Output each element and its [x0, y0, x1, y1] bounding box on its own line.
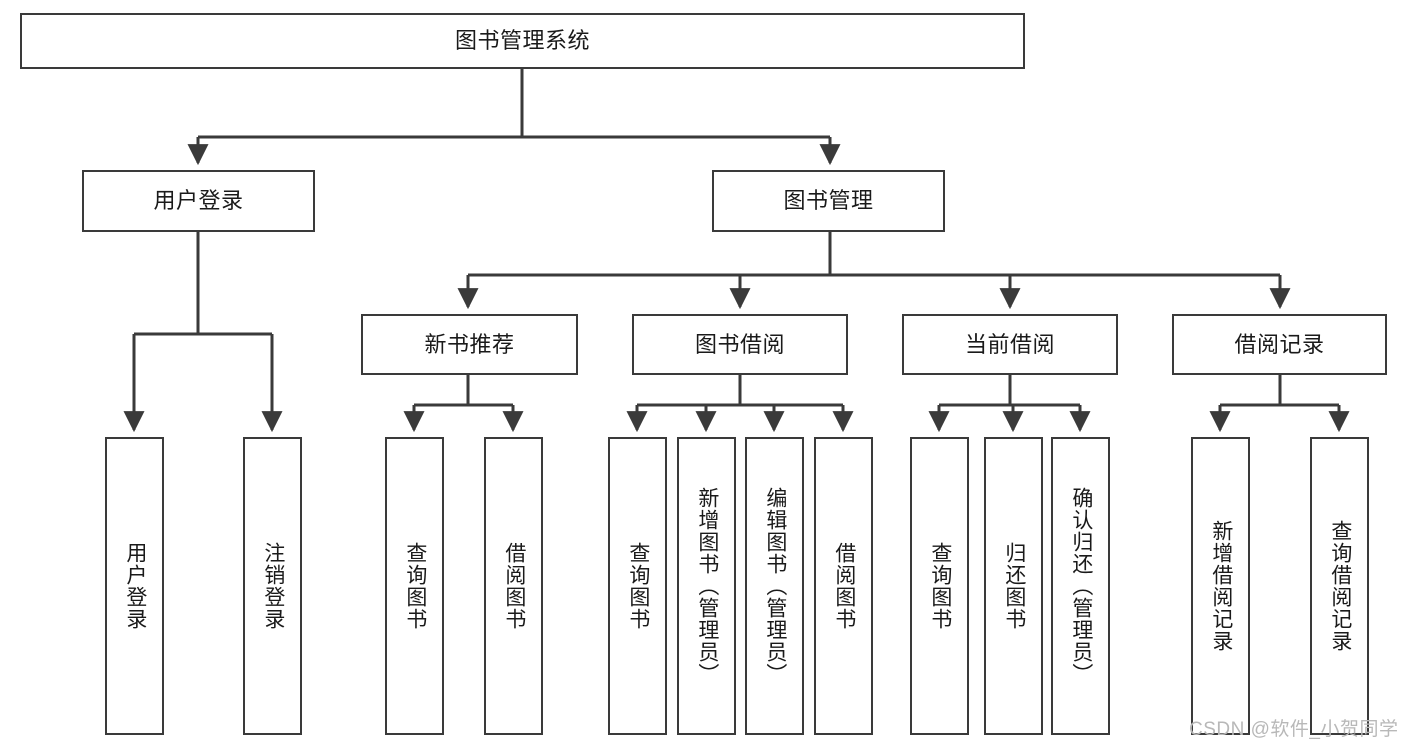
node-user-login[interactable]: 用户登录	[82, 170, 315, 232]
node-leaf-query-book-3[interactable]: 查询图书	[910, 437, 969, 735]
node-leaf-query-book-3-label: 查询图书	[928, 542, 952, 630]
node-book-borrow[interactable]: 图书借阅	[632, 314, 848, 375]
node-leaf-query-book-1[interactable]: 查询图书	[385, 437, 444, 735]
node-leaf-add-book-label: 新增图书（管理员）	[695, 487, 719, 685]
node-leaf-user-login[interactable]: 用户登录	[105, 437, 164, 735]
node-leaf-borrow-book-2-label: 借阅图书	[832, 542, 856, 630]
node-leaf-confirm-return[interactable]: 确认归还（管理员）	[1051, 437, 1110, 735]
node-leaf-confirm-return-label: 确认归还（管理员）	[1069, 487, 1093, 685]
node-book-manage[interactable]: 图书管理	[712, 170, 945, 232]
node-leaf-query-book-1-label: 查询图书	[403, 542, 427, 630]
node-borrow-record[interactable]: 借阅记录	[1172, 314, 1387, 375]
node-leaf-query-book-2-label: 查询图书	[626, 542, 650, 630]
node-leaf-user-login-label: 用户登录	[123, 542, 147, 630]
node-book-manage-label: 图书管理	[783, 188, 874, 214]
node-leaf-return-book-label: 归还图书	[1002, 542, 1026, 630]
node-leaf-return-book[interactable]: 归还图书	[984, 437, 1043, 735]
node-borrow-record-label: 借阅记录	[1234, 331, 1325, 357]
node-root-label: 图书管理系统	[454, 28, 590, 54]
watermark-text: CSDN @软件_小贺同学	[1189, 719, 1399, 740]
node-current-borrow[interactable]: 当前借阅	[902, 314, 1118, 375]
node-leaf-edit-book[interactable]: 编辑图书（管理员）	[745, 437, 804, 735]
node-leaf-borrow-book-1[interactable]: 借阅图书	[484, 437, 543, 735]
node-leaf-edit-book-label: 编辑图书（管理员）	[763, 487, 787, 685]
node-user-login-label: 用户登录	[153, 188, 244, 214]
node-root[interactable]: 图书管理系统	[20, 13, 1025, 69]
node-leaf-borrow-book-1-label: 借阅图书	[502, 542, 526, 630]
node-new-book-recommend-label: 新书推荐	[424, 331, 515, 357]
node-leaf-add-book[interactable]: 新增图书（管理员）	[677, 437, 736, 735]
node-new-book-recommend[interactable]: 新书推荐	[361, 314, 578, 375]
node-leaf-logout-label: 注销登录	[261, 542, 285, 630]
node-current-borrow-label: 当前借阅	[964, 331, 1055, 357]
node-leaf-query-record-label: 查询借阅记录	[1328, 520, 1352, 652]
node-leaf-add-record-label: 新增借阅记录	[1209, 520, 1233, 652]
node-leaf-query-book-2[interactable]: 查询图书	[608, 437, 667, 735]
node-leaf-query-record[interactable]: 查询借阅记录	[1310, 437, 1369, 735]
node-leaf-logout[interactable]: 注销登录	[243, 437, 302, 735]
node-book-borrow-label: 图书借阅	[694, 331, 785, 357]
node-leaf-borrow-book-2[interactable]: 借阅图书	[814, 437, 873, 735]
node-leaf-add-record[interactable]: 新增借阅记录	[1191, 437, 1250, 735]
